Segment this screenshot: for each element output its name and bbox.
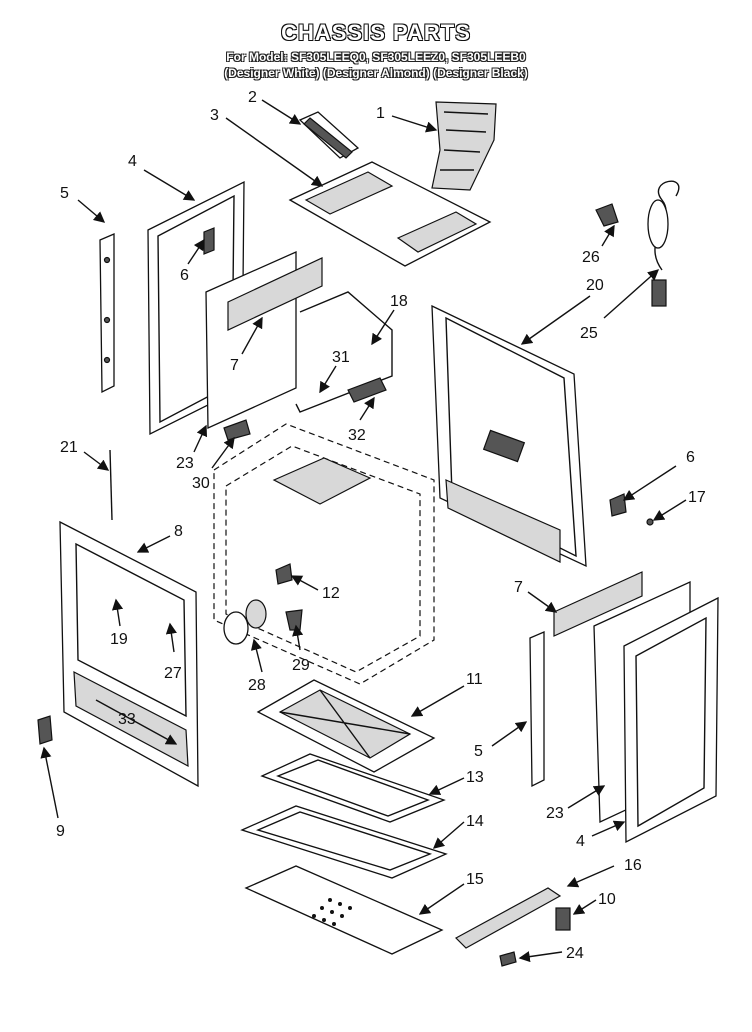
callout-17: 17 bbox=[688, 489, 706, 506]
callout-25: 25 bbox=[580, 325, 598, 342]
part-25-power-cord bbox=[647, 180, 680, 307]
callout-4: 4 bbox=[128, 153, 137, 170]
part-4-right-side-panel bbox=[623, 596, 719, 844]
part-2-bracket bbox=[298, 111, 360, 159]
callout-21: 21 bbox=[60, 439, 78, 456]
part-16-drawer-rail bbox=[455, 887, 562, 949]
part-11-broiler-pan bbox=[256, 679, 436, 773]
callout-23-right: 23 bbox=[546, 805, 564, 822]
callout-labels: 1 2 3 4 5 6 7 18 31 32 20 25 26 21 23 30… bbox=[56, 89, 706, 962]
callout-7-right: 7 bbox=[514, 579, 523, 596]
part-5-left-rail bbox=[99, 233, 115, 394]
callout-5: 5 bbox=[60, 185, 69, 202]
callout-7: 7 bbox=[230, 357, 239, 374]
part-26-bracket bbox=[595, 203, 619, 227]
callout-23: 23 bbox=[176, 455, 194, 472]
callout-6-right: 6 bbox=[686, 449, 695, 466]
callout-9: 9 bbox=[56, 823, 65, 840]
callout-10: 10 bbox=[598, 891, 616, 908]
part-30-latch bbox=[223, 419, 251, 441]
callout-13: 13 bbox=[466, 769, 484, 786]
callout-1: 1 bbox=[376, 105, 385, 122]
callout-26: 26 bbox=[582, 249, 600, 266]
callout-14: 14 bbox=[466, 813, 484, 830]
callout-19: 19 bbox=[110, 631, 128, 648]
part-21-seal bbox=[109, 449, 113, 521]
callout-27: 27 bbox=[164, 665, 182, 682]
part-29-fitting bbox=[285, 609, 303, 631]
callout-15: 15 bbox=[466, 871, 484, 888]
callout-20: 20 bbox=[586, 277, 604, 294]
callout-28: 28 bbox=[248, 677, 266, 694]
diagram-title: CHASSIS PARTS bbox=[281, 20, 471, 45]
part-15-drawer-bottom bbox=[244, 865, 444, 955]
callout-18: 18 bbox=[390, 293, 408, 310]
part-13-broiler-grid bbox=[260, 753, 446, 823]
callout-16: 16 bbox=[624, 857, 642, 874]
callout-29: 29 bbox=[292, 657, 310, 674]
callout-5-right: 5 bbox=[474, 743, 483, 760]
part-14-drawer bbox=[240, 805, 448, 879]
part-5-right-rail bbox=[529, 631, 545, 788]
variant-line: (Designer White) (Designer Almond) (Desi… bbox=[224, 66, 528, 80]
part-28-knob-assembly bbox=[223, 599, 267, 645]
callout-24: 24 bbox=[566, 945, 584, 962]
part-6-hinge-right bbox=[609, 493, 627, 517]
part-12-plate bbox=[275, 563, 293, 585]
callout-6: 6 bbox=[180, 267, 189, 284]
callout-8: 8 bbox=[174, 523, 183, 540]
callout-3: 3 bbox=[210, 107, 219, 124]
callout-4-right: 4 bbox=[576, 833, 585, 850]
part-3-top-panel bbox=[288, 161, 492, 267]
part-7-insulation-right bbox=[553, 571, 643, 637]
leader-lines bbox=[40, 99, 687, 963]
callout-30: 30 bbox=[192, 475, 210, 492]
callout-12: 12 bbox=[322, 585, 340, 602]
part-18-gasket bbox=[295, 291, 393, 413]
callout-33: 33 bbox=[118, 711, 136, 728]
part-24-clip bbox=[499, 951, 517, 967]
callout-11: 11 bbox=[466, 671, 483, 688]
part-8-front-frame bbox=[59, 520, 199, 788]
part-20-rear-panel bbox=[431, 304, 587, 568]
callout-31: 31 bbox=[332, 349, 350, 366]
model-line: For Model: SF305LEEQ0, SF305LEEZ0, SF305… bbox=[226, 50, 526, 64]
part-1-flue-deflector bbox=[431, 101, 497, 191]
callout-2: 2 bbox=[248, 89, 257, 106]
part-9-foot bbox=[37, 715, 53, 745]
callout-32: 32 bbox=[348, 427, 366, 444]
oven-cavity bbox=[213, 423, 435, 685]
part-7-insulation bbox=[205, 250, 323, 430]
part-32-clip bbox=[347, 377, 387, 403]
part-17-screw bbox=[646, 518, 654, 526]
part-10-roller bbox=[555, 907, 571, 931]
